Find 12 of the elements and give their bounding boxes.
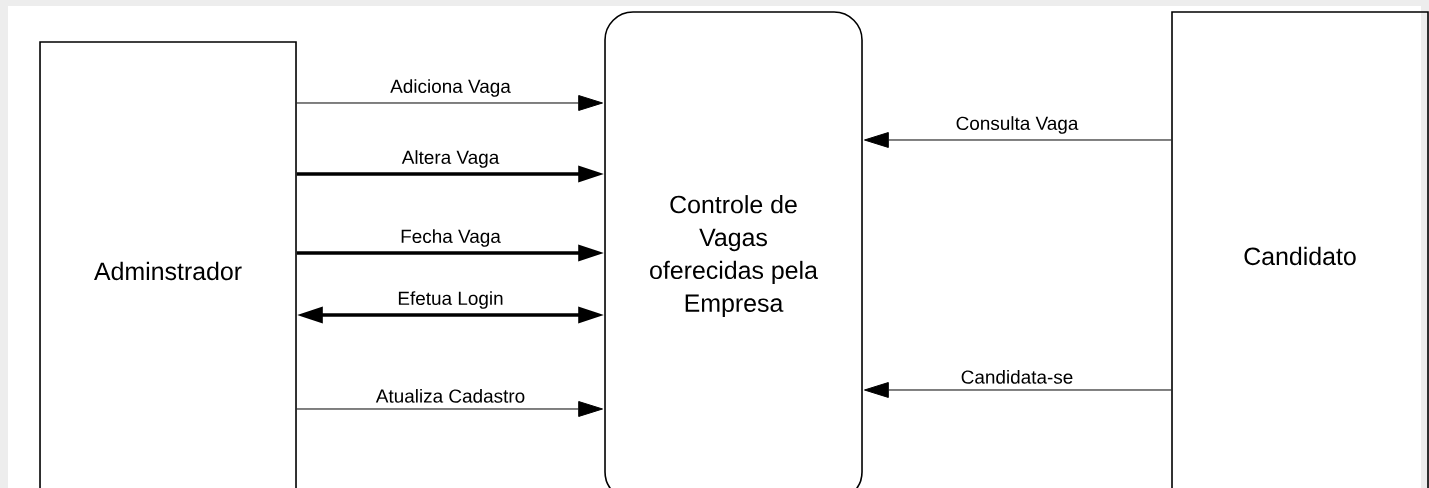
- edge-label: Efetua Login: [396, 290, 505, 310]
- edge-label: Consulta Vaga: [954, 115, 1080, 135]
- arrow: [864, 132, 1172, 148]
- arrow: [864, 382, 1172, 398]
- arrow: [296, 95, 603, 111]
- entity-box: Candidato: [1171, 11, 1429, 488]
- edge-label: Adiciona Vaga: [389, 78, 512, 98]
- entity-box: Adminstrador: [39, 41, 297, 488]
- edge-label: Altera Vaga: [400, 149, 501, 169]
- edge-label: Fecha Vaga: [399, 228, 502, 248]
- process-box: Controle de Vagas oferecidas pela Empresa: [604, 11, 863, 488]
- arrow: [296, 401, 603, 417]
